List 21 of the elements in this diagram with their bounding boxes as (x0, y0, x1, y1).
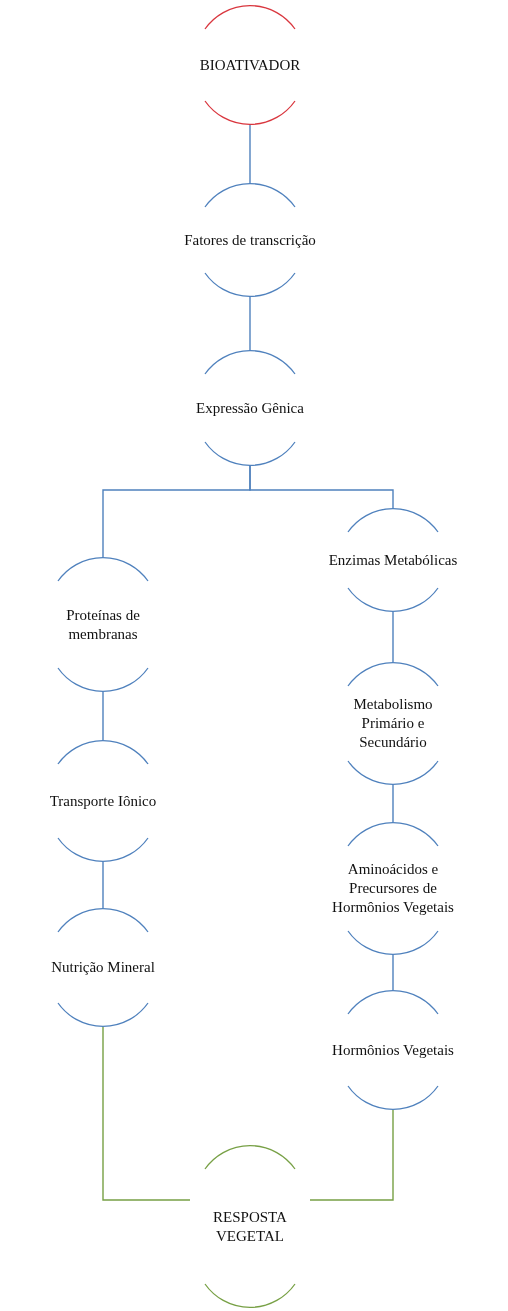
connector-line (249, 124, 251, 184)
connector-line (102, 691, 104, 741)
node-label: Nutrição Mineral (51, 958, 155, 977)
connector-line (249, 465, 394, 509)
connector-line (392, 784, 394, 823)
connector-line (249, 296, 251, 351)
connector-line (392, 611, 394, 663)
node-label: Enzimas Metabólicas (328, 550, 458, 570)
node-label: Aminoácidos e Precursores de Hormônios Vegetais (331, 860, 455, 917)
node-label: BIOATIVADOR (199, 55, 301, 75)
node-label: Fatores de transcrição (184, 230, 316, 250)
node-label: Transporte Iônico (49, 791, 157, 811)
connector-line (102, 861, 104, 909)
node-label: Proteínas de membranas (65, 605, 141, 644)
node-label: Hormônios Vegetais (332, 1040, 454, 1060)
connector-line (102, 1026, 191, 1201)
node-label: Metabolismo Primário e Secundário (352, 695, 434, 752)
connector-line (392, 954, 394, 991)
connector-line (309, 1109, 394, 1201)
node-label: Expressão Gênica (196, 398, 304, 418)
node-label: RESPOSTA VEGETAL (212, 1207, 288, 1246)
